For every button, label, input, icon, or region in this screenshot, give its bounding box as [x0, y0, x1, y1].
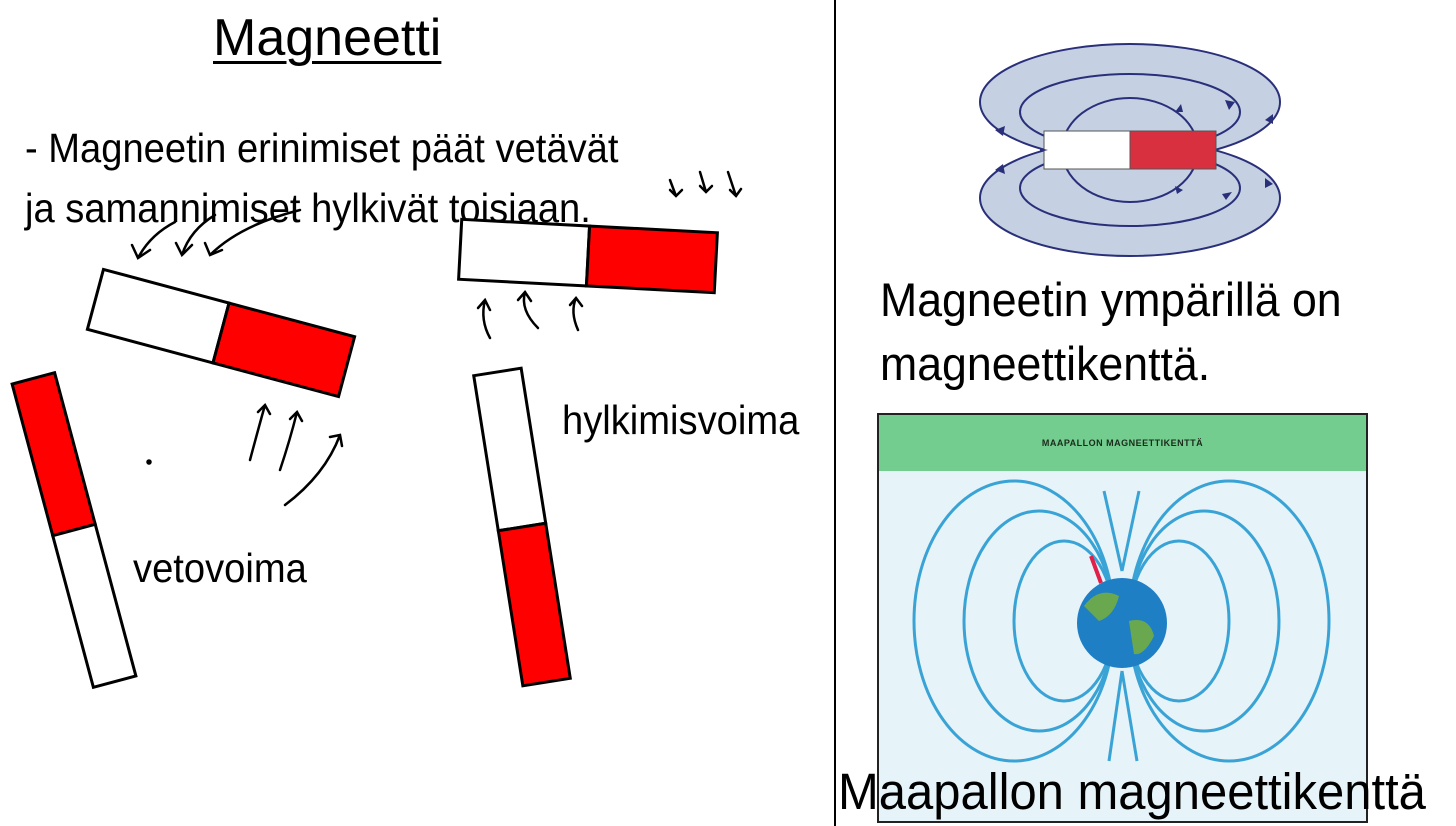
magnet-top-right: [457, 217, 719, 295]
magnet-left-vertical: [10, 370, 138, 690]
bullet-line-1: - Magneetin erinimiset päät vetävät: [25, 125, 619, 171]
attraction-label: vetovoima: [133, 545, 307, 591]
magnetic-pole-marker: [1089, 555, 1103, 584]
earth-magnetic-field-image: MAAPALLON MAGNEETTIKENTTÄ: [877, 413, 1368, 823]
repulsion-label: hylkimisvoima: [562, 397, 800, 443]
earth-globe-icon: [1077, 578, 1167, 668]
field-description-line-1: Magneetin ympärillä on: [880, 273, 1342, 326]
magnet-middle-vertical: [472, 366, 572, 688]
earth-field-diagram: [912, 479, 1331, 763]
hand-drawn-arrows: [130, 170, 743, 507]
magnet-top-left: [85, 267, 357, 399]
earth-image-header: MAAPALLON MAGNEETTIKENTTÄ: [879, 415, 1366, 471]
magnets-diagram: [10, 170, 743, 690]
vertical-divider: [834, 0, 836, 826]
field-description-line-2: magneettikenttä.: [880, 337, 1211, 390]
earth-caption: Maapallon magneettikenttä: [838, 763, 1426, 820]
page-title: Magneetti: [213, 9, 442, 67]
